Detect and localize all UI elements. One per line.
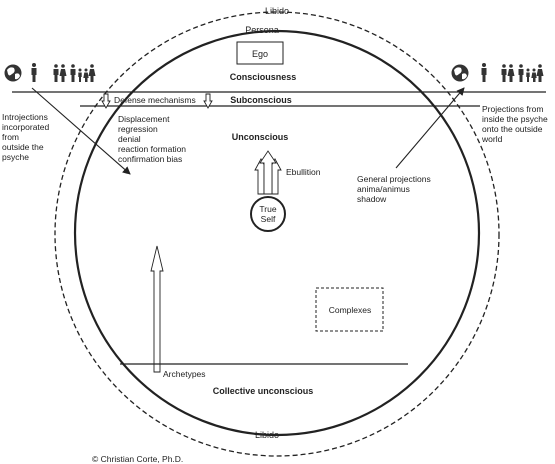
projections-item: Projections from: [482, 104, 543, 114]
persona-circle: [73, 29, 481, 437]
projections-item: world: [481, 134, 503, 144]
introjections-item: from: [2, 132, 19, 142]
family-icon: [70, 64, 96, 82]
defense-mechanisms-label: Defense mechanisms: [114, 95, 196, 105]
libido-dashed-circle: [54, 11, 500, 457]
defense-arrow-left: [101, 93, 111, 109]
copyright-label: © Christian Corte, Ph.D.: [92, 454, 183, 464]
consciousness-label: Consciousness: [230, 72, 297, 82]
general-projections-item: shadow: [357, 194, 387, 204]
archetypes-label: Archetypes: [163, 369, 206, 379]
complexes-box: [315, 287, 384, 332]
defense-item: denial: [118, 134, 141, 144]
ebullition-label: Ebullition: [286, 167, 321, 177]
true-self-circle: [250, 196, 286, 232]
person-icon: [31, 63, 37, 82]
family-icon: [518, 64, 544, 82]
couple-icon: [53, 64, 67, 82]
persona-label: Persona: [245, 25, 279, 35]
ego-label: Ego: [252, 49, 268, 59]
introjections-arrow: [31, 87, 131, 175]
collective-unconscious-label: Collective unconscious: [213, 386, 314, 396]
right-icon-group: [451, 63, 544, 82]
introjections-item: psyche: [2, 152, 29, 162]
introjections-item: incorporated: [2, 122, 50, 132]
projections-item: onto the outside: [482, 124, 543, 134]
defense-item: reaction formation: [118, 144, 186, 154]
person-icon: [481, 63, 487, 82]
libido-bottom-label: Libido: [255, 430, 279, 440]
unconscious-label: Unconscious: [232, 132, 289, 142]
projections-item: inside the psyche: [482, 114, 548, 124]
ebullition-arrows: [254, 150, 282, 195]
ego-box: [236, 41, 284, 65]
true-self-label: Self: [261, 214, 276, 224]
globe-icon: [451, 64, 469, 82]
defense-item: confirmation bias: [118, 154, 182, 164]
general-projections-item: anima/animus: [357, 184, 410, 194]
defense-arrow-right: [203, 93, 213, 109]
introjections-item: Introjections: [2, 112, 48, 122]
left-icon-group: [4, 63, 96, 82]
projections-arrow: [395, 87, 465, 169]
defense-item: regression: [118, 124, 158, 134]
introjections-item: outside the: [2, 142, 44, 152]
archetypes-arrow: [150, 245, 164, 373]
defense-item: Displacement: [118, 114, 170, 124]
libido-top-label: Libido: [265, 6, 289, 16]
subconscious-label: Subconscious: [230, 95, 292, 105]
general-projections-item: General projections: [357, 174, 431, 184]
couple-icon: [501, 64, 515, 82]
globe-icon: [4, 64, 22, 82]
complexes-label: Complexes: [329, 305, 372, 315]
true-self-label: True: [259, 204, 276, 214]
